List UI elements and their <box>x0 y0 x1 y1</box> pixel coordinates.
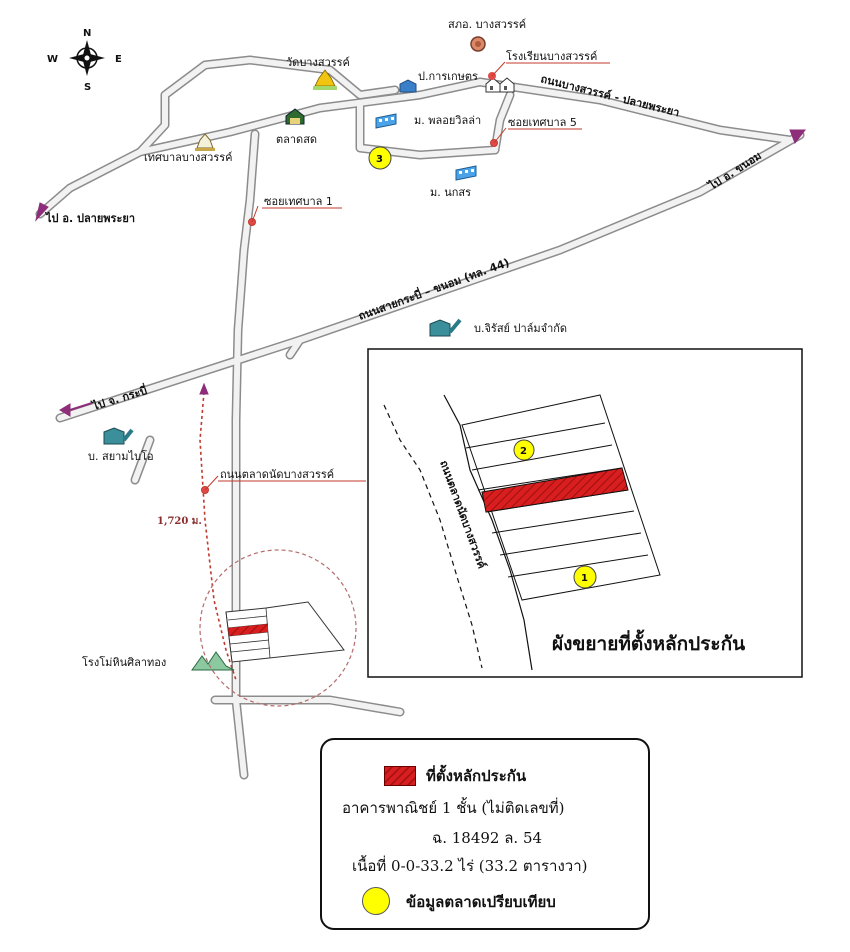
collateral-plot <box>481 467 629 513</box>
comparable-marker-2-label: 2 <box>520 446 527 457</box>
site-locator <box>199 549 357 707</box>
comparable-marker-3: 3 <box>368 146 392 170</box>
label-main-road: ถนนสายกระบี่ – ขนอม (ทล. 44) <box>356 254 511 323</box>
legend-area: เนื้อที่ 0-0-33.2 ไร่ (33.2 ตารางวา) <box>352 857 588 875</box>
arrow-north-access <box>199 382 209 395</box>
legend-comparable-swatch <box>362 887 390 915</box>
location-pins <box>201 127 507 494</box>
label-stone-factory: โรงโม่หินศิลาทอง <box>82 655 166 669</box>
compass-e: E <box>115 54 122 65</box>
palm-factory-icon <box>429 318 462 337</box>
label-to-krabi: ไป จ. กระบี่ <box>89 382 149 413</box>
quarry-mountain-icon <box>191 651 235 671</box>
municipality-icon <box>195 133 215 151</box>
label-market-road: ถนนตลาดนัดบางสวรรค์ <box>220 468 334 481</box>
arrow-khanom <box>789 129 807 145</box>
label-soi5: ซอยเทศบาล 5 <box>508 116 577 129</box>
label-siam-bio: บ. สยามไบโอ <box>88 449 154 463</box>
compass-w: W <box>47 54 58 65</box>
label-nok-son: ม. นกสร <box>430 186 471 199</box>
label-school: โรงเรียนบางสวรรค์ <box>506 49 597 63</box>
ploy-villa-icon <box>375 113 397 129</box>
direction-arrows <box>35 129 807 417</box>
label-wat: วัดบางสวรรค์ <box>286 56 350 69</box>
label-ploy-villa: ม. พลอยวิลล่า <box>414 114 481 127</box>
label-police: สภอ. บางสวรรค์ <box>448 18 526 31</box>
arrow-plai-phraya <box>35 202 49 222</box>
label-soi1: ซอยเทศบาล 1 <box>264 195 333 208</box>
label-palm-company: บ.จิรัสย์ ปาล์มจำกัด <box>474 322 567 335</box>
comparable-marker-1: 1 <box>573 565 597 589</box>
road-network <box>35 55 805 780</box>
siam-bio-factory-icon <box>103 427 134 445</box>
compass-n: N <box>83 28 91 39</box>
compass-rose: N S E W <box>47 28 122 93</box>
label-to-plai-phraya: ไป อ. ปลายพระยา <box>44 211 135 225</box>
label-fresh-market: ตลาดสด <box>276 133 317 146</box>
legend-building: อาคารพาณิชย์ 1 ชั้น (ไม่ติดเลขที่) <box>342 799 565 817</box>
legend-property-label: ที่ตั้งหลักประกัน <box>426 767 527 785</box>
label-to-khanom: ไป อ. ขนอม <box>704 148 764 193</box>
label-agri: ป.การเกษตร <box>418 70 478 83</box>
legend-comparable-label: ข้อมูลตลาดเปรียบเทียบ <box>406 893 556 911</box>
legend-deed: ฉ. 18492 ล. 54 <box>432 829 543 847</box>
legend-property-swatch <box>384 766 416 786</box>
inset-title: ผังขยายที่ตั้งหลักประกัน <box>552 629 745 655</box>
legend: ที่ตั้งหลักประกัน อาคารพาณิชย์ 1 ชั้น (ไ… <box>320 738 650 930</box>
agri-icon <box>399 79 417 93</box>
label-municipality: เทศบาลบางสวรรค์ <box>144 151 233 164</box>
market-road-route <box>199 391 237 681</box>
nok-son-icon <box>455 165 477 181</box>
comparable-marker-3-label: 3 <box>376 154 383 165</box>
comparable-marker-2: 2 <box>513 439 535 461</box>
landmark-icons <box>103 36 515 671</box>
temple-icon <box>313 69 337 90</box>
police-station-icon <box>470 36 486 52</box>
inset-plan: ถนนตลาดนัดบางสวรรค์ 2 1 ผังขยายที่ตั้งหล… <box>367 348 803 678</box>
comparable-marker-1-label: 1 <box>581 573 588 584</box>
fresh-market-icon <box>285 108 305 125</box>
school-icon <box>485 77 515 93</box>
compass-s: S <box>84 82 91 93</box>
label-distance: 1,720 ม. <box>157 516 202 527</box>
